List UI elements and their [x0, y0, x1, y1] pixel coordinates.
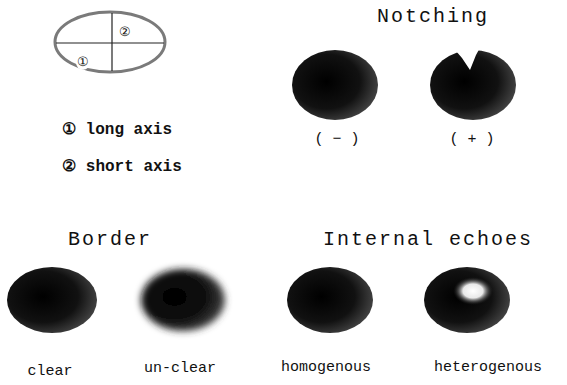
legend-text: ② short axis	[62, 159, 182, 177]
callout-number: ①	[76, 56, 90, 70]
homogenous-mass	[287, 267, 373, 333]
category-label: un-clear	[144, 361, 216, 378]
callout-number: ②	[118, 26, 132, 40]
heterogenous-mass	[424, 267, 510, 333]
section-heading: Notching	[377, 6, 489, 28]
section-heading: Internal echoes	[323, 229, 533, 251]
clear-mass	[7, 267, 97, 333]
unclear-mass	[141, 269, 225, 331]
category-label: heterogenous	[434, 360, 542, 377]
category-label: clear	[27, 364, 72, 381]
section-heading: Border	[68, 229, 152, 251]
echo-spot	[453, 277, 493, 305]
axis-ellipse	[55, 12, 165, 72]
category-label: ( − )	[314, 132, 359, 149]
legend-text: ① long axis	[62, 122, 172, 140]
long-axis-line	[56, 42, 164, 43]
smooth-mass	[292, 50, 378, 120]
category-label: ( + )	[449, 132, 494, 149]
short-axis-line	[111, 13, 112, 71]
category-label: homogenous	[281, 360, 371, 377]
notch	[450, 44, 482, 70]
